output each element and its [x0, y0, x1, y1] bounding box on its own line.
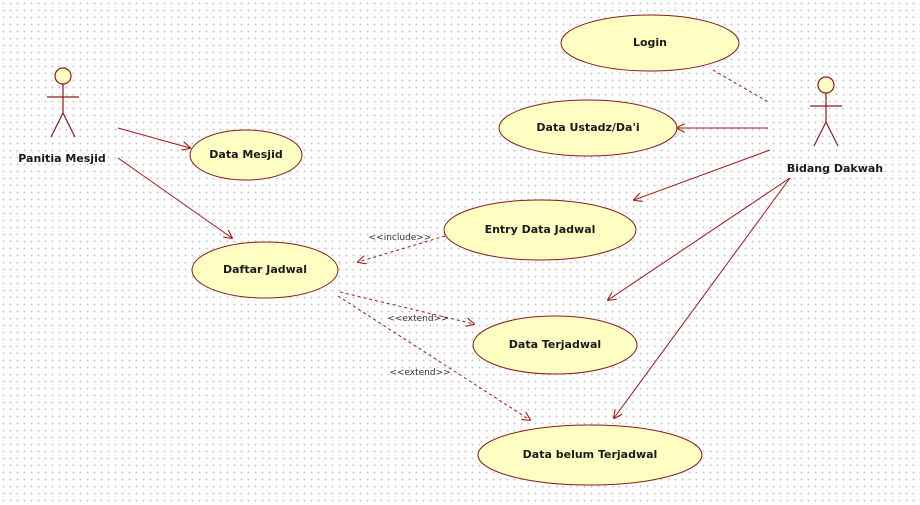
use-case-data-belum-label: Data belum Terjadwal [523, 448, 658, 461]
extend-label-belum: <<extend>> [389, 368, 450, 378]
use-case-data-terjadwal-label: Data Terjadwal [509, 338, 601, 351]
actor-panitia-mesjid[interactable]: Panitia Mesjid [18, 67, 106, 165]
actor-leg-left [813, 121, 827, 147]
use-case-entry-jadwal[interactable]: Entry Data Jadwal [443, 199, 637, 261]
dep-extend-terjadwal [339, 291, 474, 324]
actor-head [817, 76, 835, 94]
use-case-entry-jadwal-label: Entry Data Jadwal [485, 223, 596, 236]
use-case-daftar-jadwal-label: Daftar Jadwal [223, 263, 307, 276]
use-case-data-ustadz[interactable]: Data Ustadz/Da'i [498, 99, 678, 157]
actor-leg-right [62, 112, 76, 138]
use-case-data-belum[interactable]: Data belum Terjadwal [477, 424, 703, 486]
actor-bidang-label: Bidang Dakwah [787, 162, 883, 175]
assoc-bidang-entry-jadwal [634, 149, 771, 200]
dep-extend-belum [337, 295, 530, 420]
include-label: <<include>> [369, 233, 432, 243]
use-case-data-terjadwal[interactable]: Data Terjadwal [472, 315, 638, 375]
actor-head [54, 67, 72, 85]
use-case-data-mesjid[interactable]: Data Mesjid [189, 129, 303, 181]
extend-label-terjadwal: <<extend>> [387, 314, 448, 324]
use-case-daftar-jadwal[interactable]: Daftar Jadwal [191, 241, 339, 299]
assoc-bidang-data-terjadwal [608, 177, 791, 300]
assoc-panitia-data-mesjid [117, 127, 190, 148]
use-case-login[interactable]: Login [560, 14, 740, 72]
actor-bidang-dakwah[interactable]: Bidang Dakwah [787, 76, 883, 175]
use-case-login-label: Login [633, 36, 667, 49]
actor-leg-left [50, 112, 64, 138]
actor-leg-right [825, 121, 839, 147]
dep-bidang-login [712, 69, 771, 104]
assoc-bidang-data-belum [614, 177, 791, 418]
actor-panitia-label: Panitia Mesjid [18, 152, 105, 165]
assoc-panitia-daftar-jadwal [117, 157, 232, 238]
use-case-data-ustadz-label: Data Ustadz/Da'i [536, 121, 639, 134]
use-case-data-mesjid-label: Data Mesjid [209, 148, 282, 161]
